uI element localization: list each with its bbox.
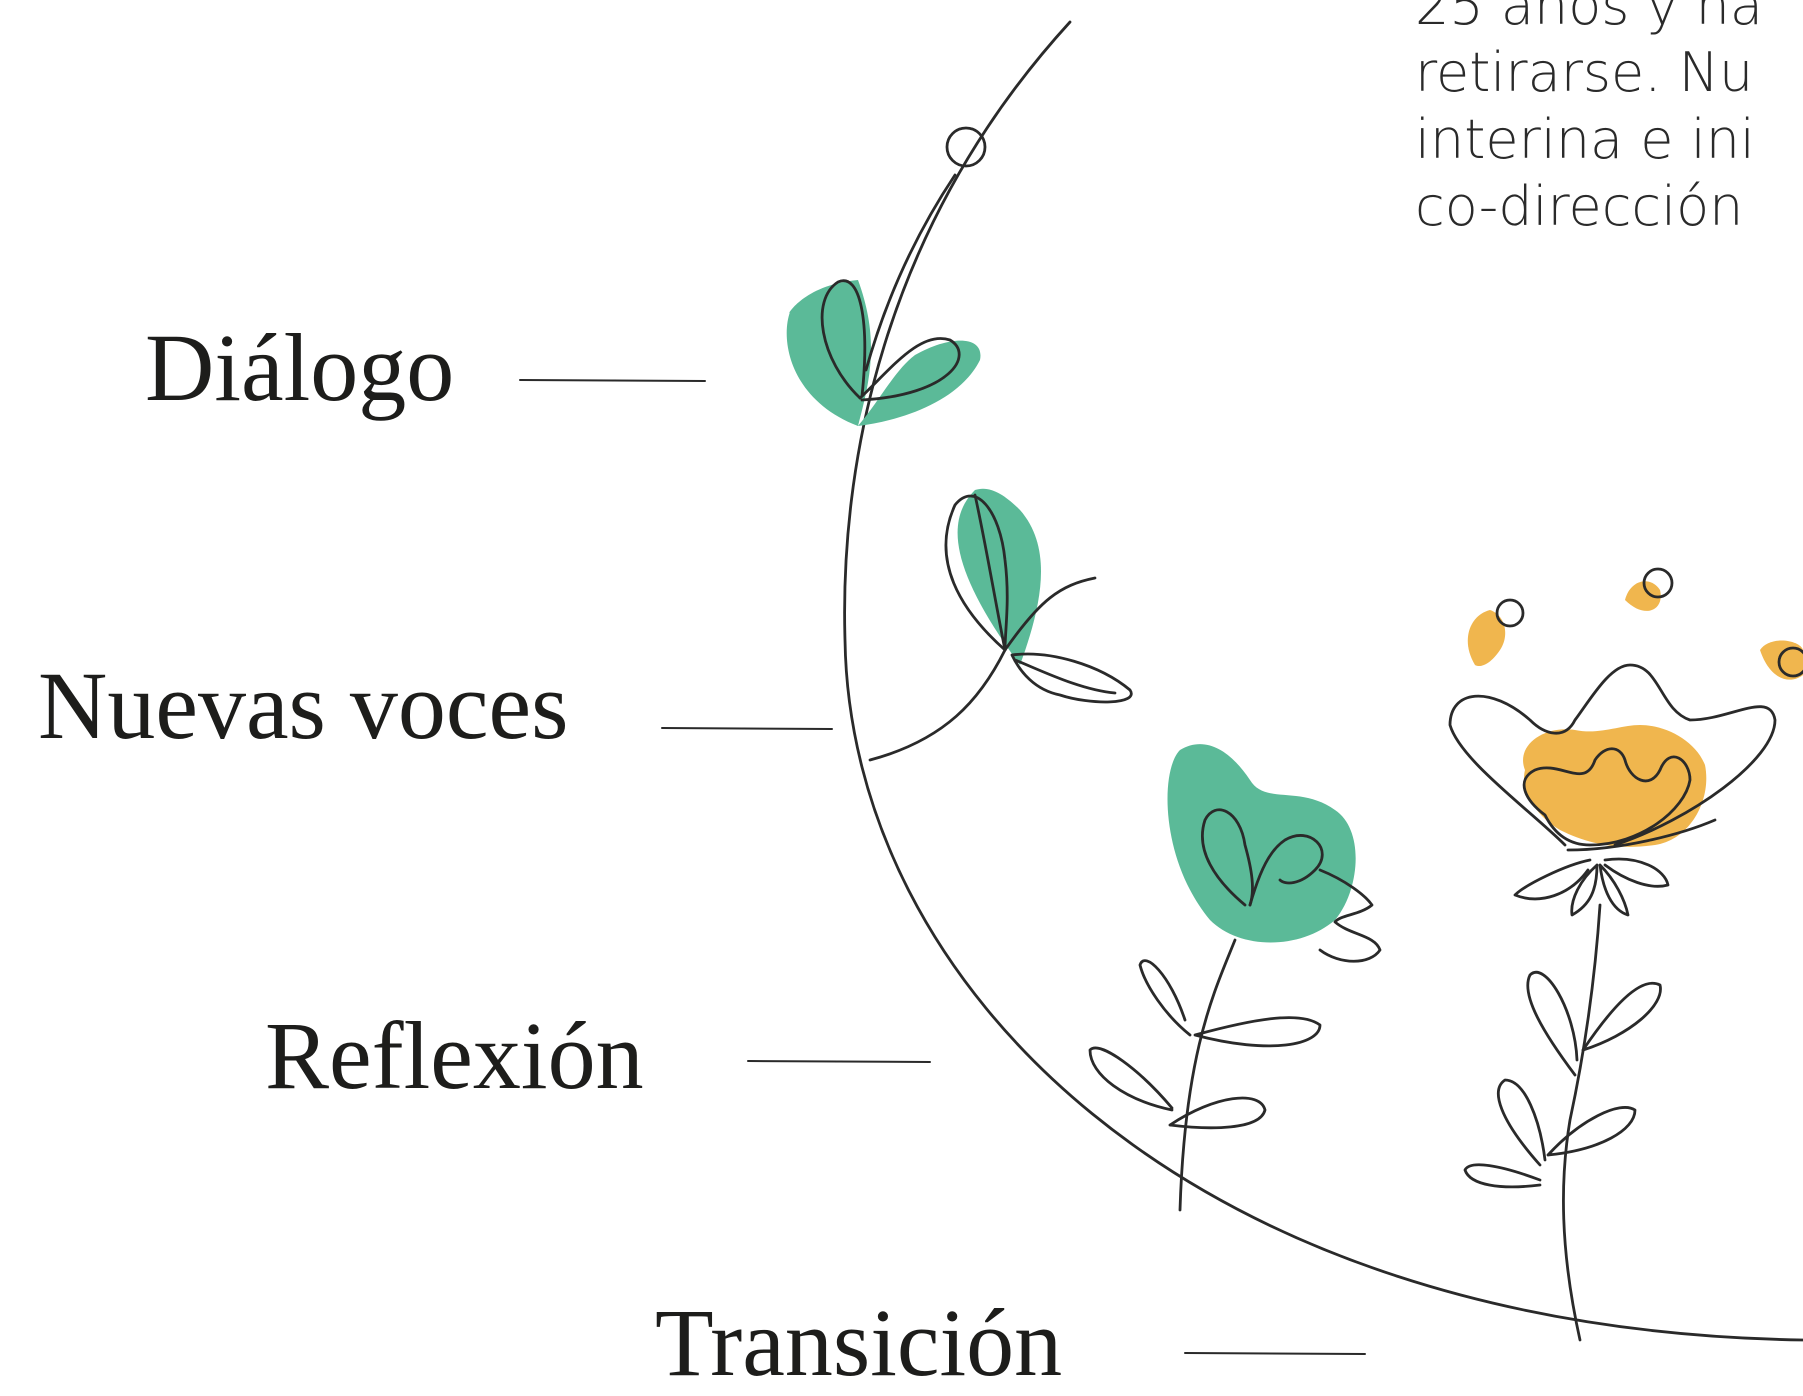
sprout-icon [786, 173, 981, 426]
connector-reflexion [747, 1060, 931, 1063]
stage-label-transicion: Transición [655, 1289, 1063, 1396]
arc-origin-dot-icon [945, 126, 987, 168]
body-text-fragment: 25 años y ha retirarse. Nu interina e in… [1415, 0, 1803, 240]
connector-transicion [1184, 1352, 1366, 1355]
body-text-line: retirarse. Nu [1415, 41, 1754, 104]
body-text-line: co-dirección [1415, 175, 1744, 238]
body-text-line: interina e ini [1415, 108, 1755, 171]
connector-nuevas-voces [661, 727, 833, 730]
growth-arc [843, 20, 1803, 1342]
stage-label-nuevas-voces: Nuevas voces [38, 652, 569, 759]
stage-label-reflexion: Reflexión [265, 1002, 644, 1109]
heart-leaf-plant-icon [1088, 744, 1382, 1212]
stage-label-dialogo: Diálogo [145, 314, 455, 421]
flower-icon [1448, 567, 1803, 1342]
connector-dialogo [519, 379, 706, 382]
body-text-line: 25 años y ha [1415, 0, 1763, 37]
two-leaf-icon [868, 488, 1133, 762]
